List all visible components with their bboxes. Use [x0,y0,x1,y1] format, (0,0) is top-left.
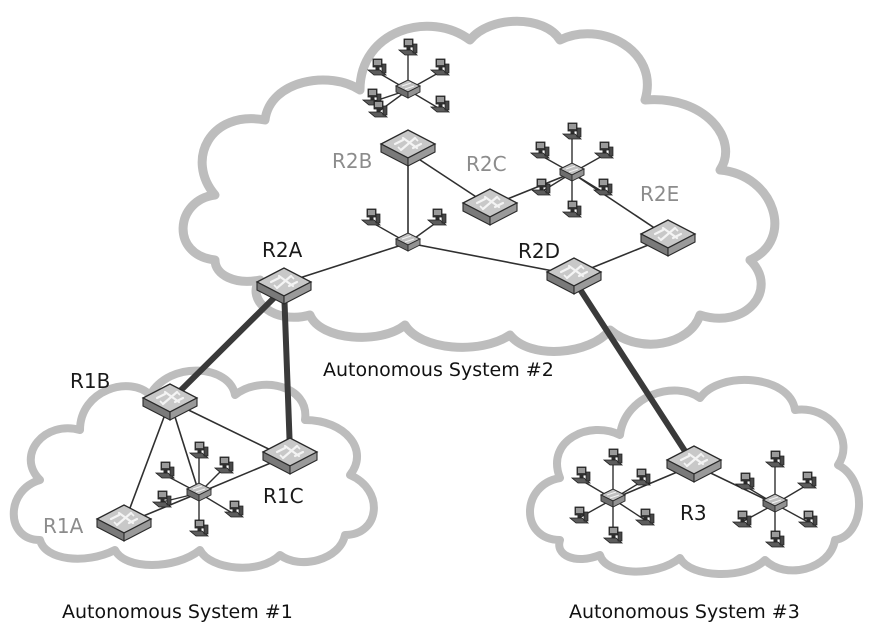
caption-as1: Autonomous System #1 [62,601,293,623]
label-r1a: R1A [43,514,84,538]
label-r2d: R2D [518,239,560,263]
link-switch-r2d [407,242,575,276]
label-r1b: R1B [70,369,110,393]
label-r2a: R2A [262,238,303,262]
cloud-as2 [178,16,780,356]
link-switch-r2e [571,172,669,238]
link-r1b-r1a [123,400,171,525]
label-r2e: R2E [640,182,679,206]
router-labels: R2B R2C R2E R2A R2D R1B R1C R1A R3 [43,149,707,538]
link-r2a-switch [283,242,409,284]
caption-as3: Autonomous System #3 [569,601,800,623]
captions: Autonomous System #2 Autonomous System #… [62,359,800,623]
label-r3: R3 [680,501,707,525]
link-r2a-r1c [281,285,293,455]
caption-as2: Autonomous System #2 [323,359,554,381]
label-r2b: R2B [332,149,372,173]
link-r2d-r3 [571,277,697,468]
exterior-links [167,277,697,468]
link-r2a-r1b [167,285,287,404]
label-r2c: R2C [466,152,507,176]
label-r1c: R1C [263,484,304,508]
